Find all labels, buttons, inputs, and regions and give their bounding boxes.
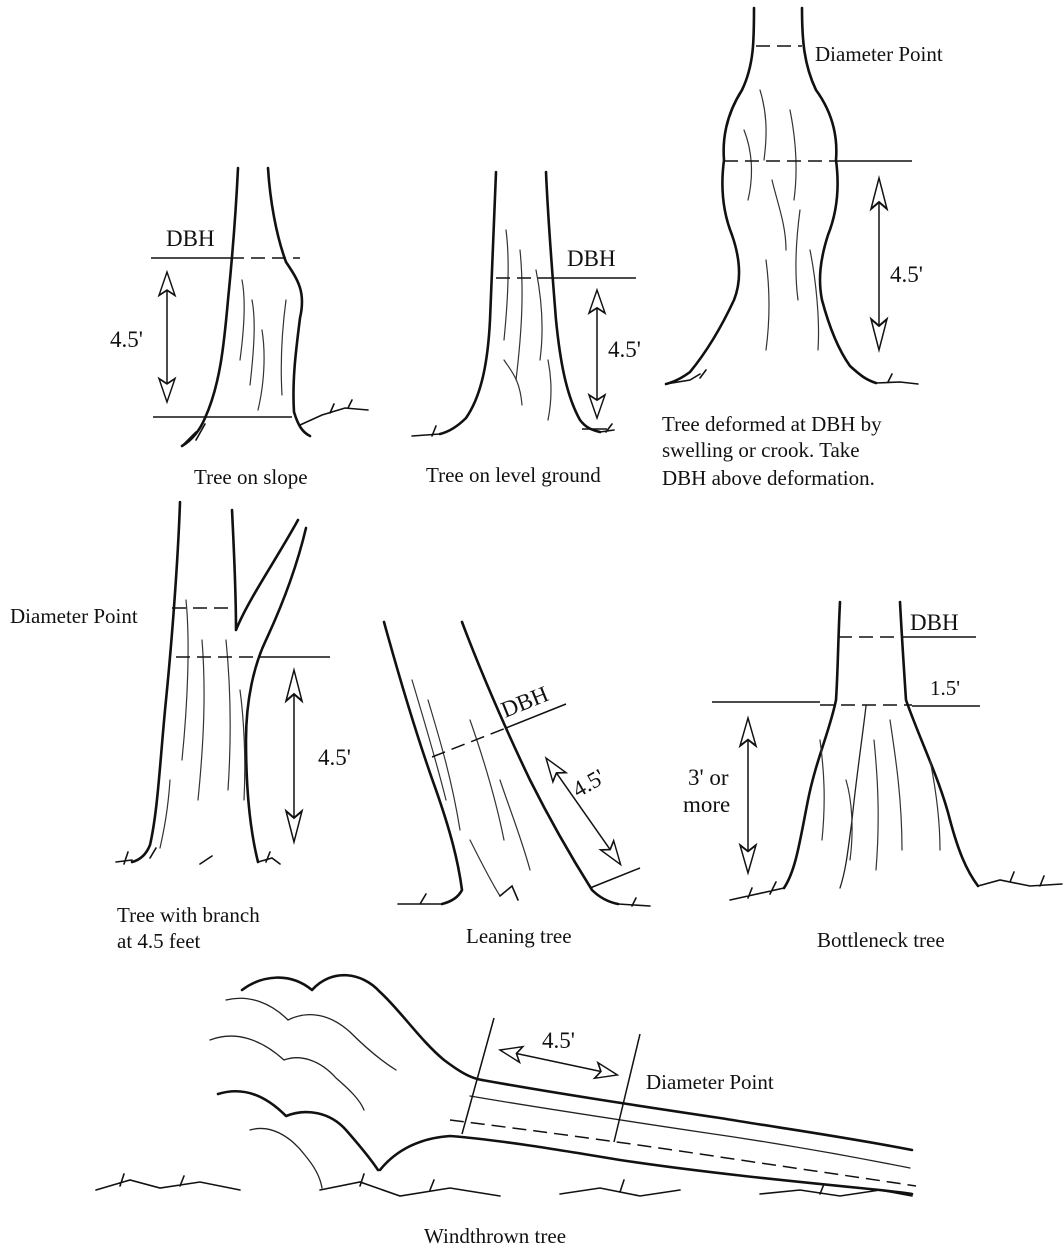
- branch-height-label: 4.5': [318, 745, 351, 770]
- slope-dbh-label: DBH: [166, 226, 215, 251]
- bottleneck-height-label-line1: 3' or: [688, 765, 729, 790]
- leaning-height-label: 4.5': [568, 764, 609, 802]
- leaning-caption: Leaning tree: [466, 924, 572, 948]
- level-height-label: 4.5': [608, 337, 641, 362]
- branch-caption-line2: at 4.5 feet: [117, 929, 201, 953]
- level-height-arrow: [589, 290, 605, 418]
- slope-height-label: 4.5': [110, 327, 143, 352]
- tree-on-slope: DBH 4.5' Tree on slope: [110, 168, 368, 489]
- deformed-caption-line3: DBH above deformation.: [662, 466, 875, 490]
- tree-with-branch: Diameter Point 4.5' Tree with branch at …: [10, 502, 351, 953]
- deformed-tree: Diameter Point 4.5' Tree deformed at DBH…: [662, 8, 943, 490]
- windthrown-caption: Windthrown tree: [424, 1224, 566, 1248]
- branch-height-arrow: [286, 670, 302, 842]
- tree-on-level-ground: DBH 4.5' Tree on level ground: [412, 172, 641, 487]
- deformed-height-label: 4.5': [890, 262, 923, 287]
- windthrown-length-label: 4.5': [542, 1028, 575, 1053]
- bottleneck-offset-label: 1.5': [930, 676, 960, 700]
- bottleneck-dbh-label: DBH: [910, 610, 959, 635]
- bottleneck-height-arrow: [740, 718, 756, 873]
- leaning-tree: DBH 4.5' Leaning tree: [384, 622, 650, 948]
- level-caption: Tree on level ground: [426, 463, 601, 487]
- bottleneck-height-label-line2: more: [683, 792, 730, 817]
- windthrown-diameter-point-mark: [614, 1034, 640, 1142]
- branch-caption-line1: Tree with branch: [117, 903, 260, 927]
- deformed-diameter-point-label: Diameter Point: [815, 42, 943, 66]
- branch-diameter-point-label: Diameter Point: [10, 604, 138, 628]
- deformed-caption-line1: Tree deformed at DBH by: [662, 412, 882, 436]
- windthrown-tree: 4.5' Diameter Point Windthrown tree: [96, 975, 916, 1248]
- bottleneck-caption: Bottleneck tree: [817, 928, 945, 952]
- deformed-caption-line2: swelling or crook. Take: [662, 438, 860, 462]
- bottleneck-tree: DBH 1.5' 3' or more Bottleneck tree: [683, 602, 1062, 952]
- level-dbh-label: DBH: [567, 246, 616, 271]
- windthrown-diameter-point-label: Diameter Point: [646, 1070, 774, 1094]
- leaning-dbh-label: DBH: [498, 681, 552, 722]
- deformed-height-arrow: [871, 178, 887, 350]
- slope-caption: Tree on slope: [194, 465, 308, 489]
- slope-height-arrow: [159, 272, 175, 402]
